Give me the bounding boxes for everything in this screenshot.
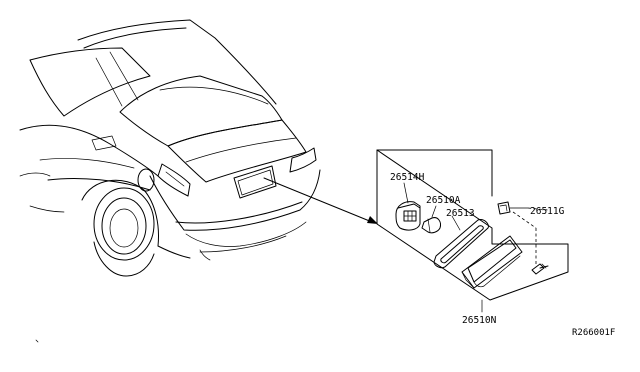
label-26510A: 26510A [426, 195, 461, 206]
dashed-leaders [512, 207, 549, 266]
bulb-part-26510A [421, 205, 441, 234]
vehicle-rear-illustration [19, 19, 321, 343]
diagram-code: R266001F [572, 328, 615, 338]
lamp-housing-part-26510N [461, 235, 523, 313]
screw-part [531, 263, 549, 275]
leader-arrow [263, 177, 378, 224]
label-26514H: 26514H [390, 172, 425, 183]
label-26511G: 26511G [530, 206, 565, 217]
clip-part-26511G [497, 201, 529, 215]
socket-part-26514H [395, 182, 421, 231]
gasket-part-26513 [433, 215, 489, 269]
label-26510N: 26510N [462, 315, 497, 326]
label-26513: 26513 [446, 208, 475, 219]
